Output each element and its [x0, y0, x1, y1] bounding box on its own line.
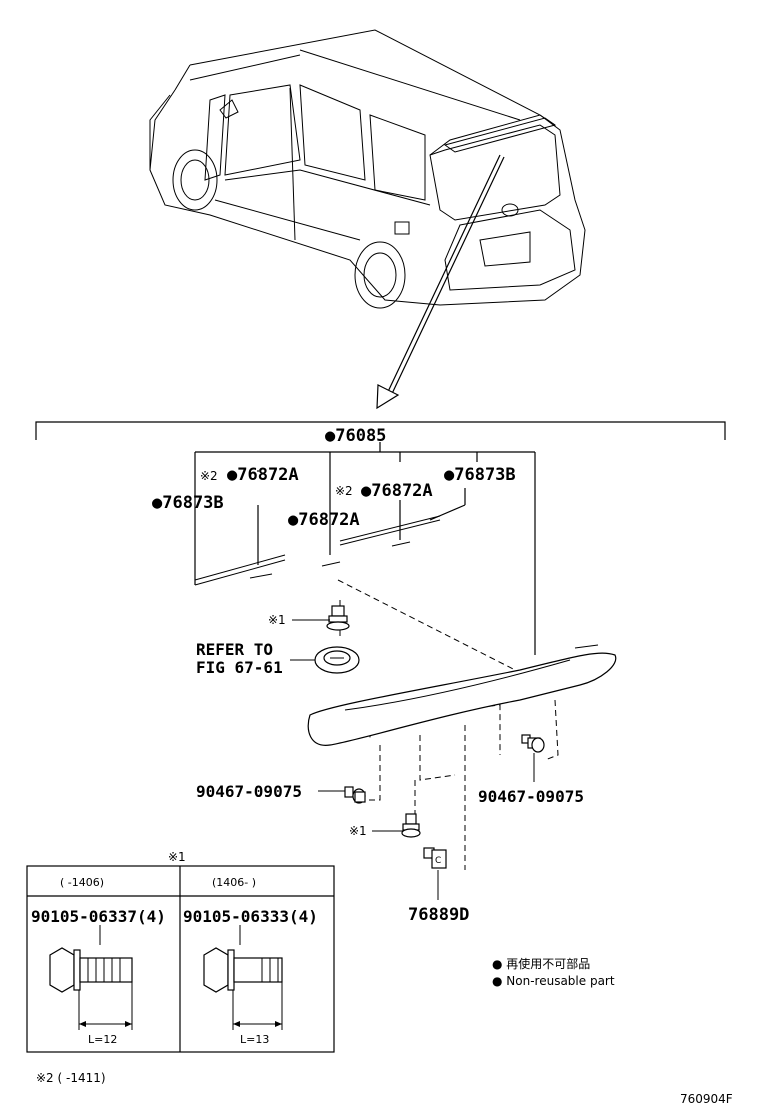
footnote: ※2 ( -1411) [36, 1071, 106, 1085]
bolt-top-icon [326, 605, 350, 631]
bolt-bottom-icon [401, 813, 421, 838]
part-label-76873b-right: ●76873B [444, 465, 516, 485]
part-label-76872a-3: ●76872A [288, 510, 360, 530]
table-col1-range: ( -1406) [60, 876, 104, 889]
clip-icon: C [423, 847, 447, 869]
table-col2-range: (1406- ) [212, 876, 256, 889]
svg-text:C: C [435, 856, 441, 866]
note-mark-1-bottom: ※1 [349, 824, 367, 838]
table-col1-length: L=12 [88, 1033, 117, 1046]
grommet-icon [314, 646, 360, 674]
assembly-bracket [35, 421, 726, 655]
part-label-76873b-left: ●76873B [152, 493, 224, 513]
part-label-76889d: 76889D [408, 905, 469, 925]
pointer-arrow [376, 154, 505, 410]
tape-strips [194, 515, 441, 586]
bolt-2-icon [203, 925, 283, 1030]
refer-text-line1: REFER TO [196, 640, 273, 659]
table-col1-part: 90105-06337(4) [31, 907, 166, 926]
table-col2-length: L=13 [240, 1033, 269, 1046]
rear-spoiler-part [307, 644, 617, 746]
note-mark-2a: ※2 [200, 469, 218, 483]
bolt-variant-table: ※1 ( -1406) (1406- ) 90105-06337(4) 9010… [26, 850, 335, 1053]
part-label-76872a-2: ●76872A [361, 481, 433, 501]
table-mark: ※1 [168, 850, 186, 864]
screw-left-icon [344, 786, 366, 804]
leader-lines [290, 619, 535, 900]
part-label-90467-left: 90467-09075 [196, 782, 302, 801]
screw-right-icon [521, 734, 545, 753]
table-col2-part: 90105-06333(4) [183, 907, 318, 926]
vehicle-illustration [149, 29, 586, 309]
part-label-76872a-1: ●76872A [227, 465, 299, 485]
legend-line-en: ● Non-reusable part [492, 974, 615, 988]
note-mark-2b: ※2 [335, 484, 353, 498]
note-mark-1-top: ※1 [268, 613, 286, 627]
part-label-90467-right: 90467-09075 [478, 787, 584, 806]
legend-line-ja: ● 再使用不可部品 [492, 956, 590, 971]
refer-text-line2: FIG 67-61 [196, 658, 283, 677]
bolt-1-icon [49, 925, 133, 1030]
figure-id: 760904F [680, 1092, 733, 1106]
part-label-76085: ●76085 [325, 426, 386, 446]
